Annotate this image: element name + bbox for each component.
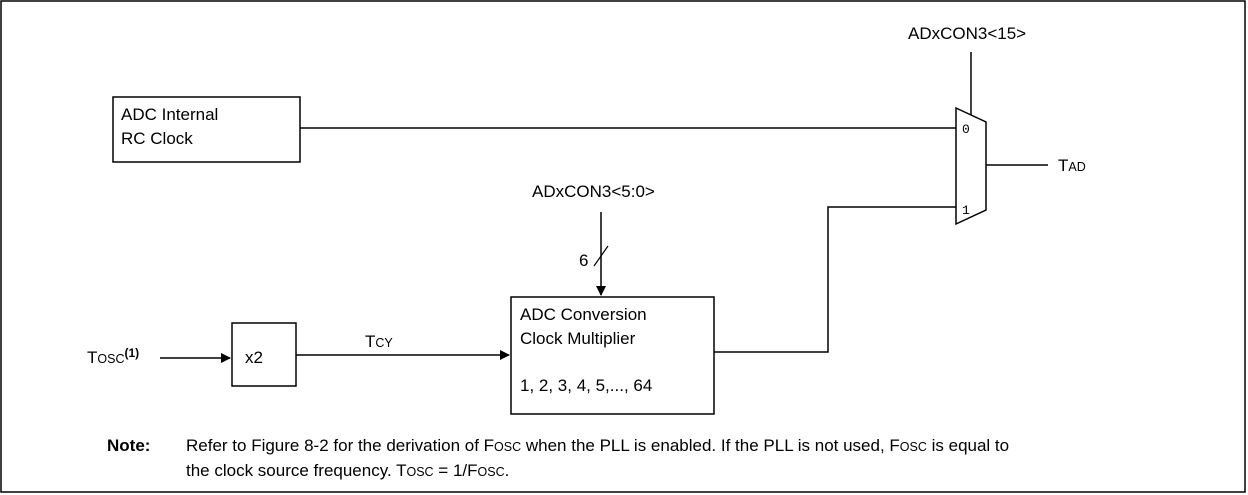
tosc-label: TOSC(1)	[87, 346, 139, 367]
clock-mux: 0 1	[955, 106, 987, 226]
tcy-label: TCY	[365, 332, 393, 351]
bus-width-label: 6	[579, 251, 588, 270]
mux-input-1: 1	[962, 203, 970, 218]
multiplier-to-mux-wire	[714, 206, 956, 353]
multiplier-label-line2: Clock Multiplier	[520, 329, 636, 348]
x2-label: x2	[245, 348, 263, 367]
note-line-1: Refer to Figure 8-2 for the derivation o…	[186, 436, 1009, 455]
mux-input-0: 0	[962, 122, 970, 137]
note-label: Note:	[107, 436, 150, 455]
bus-width-slash	[593, 245, 609, 267]
note-line-2: the clock source frequency. TOSC = 1/FOS…	[186, 461, 509, 480]
x2-block: x2	[231, 322, 297, 387]
multiplier-range-label: 1, 2, 3, 4, 5,..., 64	[520, 376, 652, 395]
multiplier-register-label: ADxCON3<5:0>	[532, 182, 655, 201]
tad-label: TAD	[1058, 156, 1086, 175]
rc-clock-label-line1: ADC Internal	[121, 105, 218, 124]
rc-clock-label-line2: RC Clock	[121, 129, 193, 148]
rc-clock-block: ADC Internal RC Clock	[112, 96, 301, 163]
multiplier-label-line1: ADC Conversion	[520, 305, 647, 324]
mux-select-register-label: ADxCON3<15>	[908, 24, 1026, 43]
clock-multiplier-block: ADC Conversion Clock Multiplier 1, 2, 3,…	[510, 296, 715, 415]
